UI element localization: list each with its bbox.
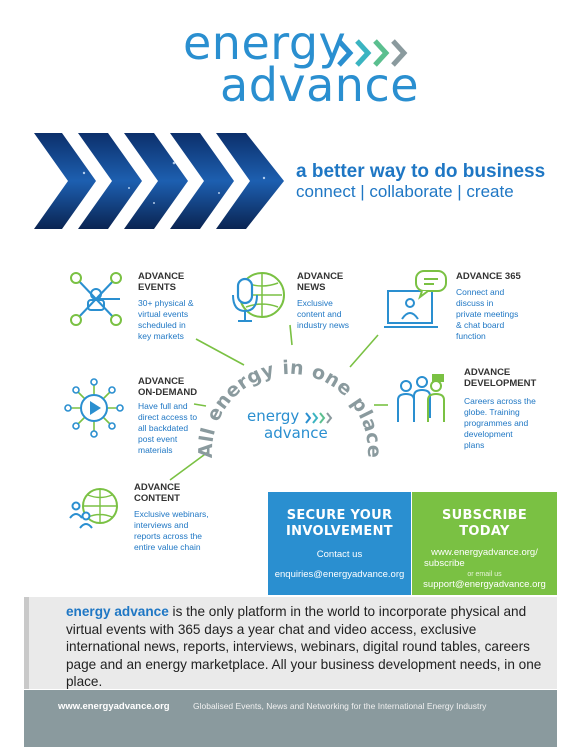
hub-logo-energy: energy xyxy=(247,407,300,425)
hero-chevrons-image xyxy=(34,133,284,229)
feature-title: DEVELOPMENT xyxy=(464,378,537,389)
footer-url-link[interactable]: www.energyadvance.org xyxy=(58,701,170,712)
connector-lines xyxy=(169,324,388,481)
feature-desc-line: scheduled in xyxy=(138,320,186,330)
presentation-icon xyxy=(384,270,447,328)
feature-title: EVENTS xyxy=(138,282,177,293)
feature-desc-line: post event xyxy=(138,434,178,444)
feature-desc-line: plans xyxy=(464,440,485,450)
microphone-icon xyxy=(232,272,285,322)
subscribe-url-line[interactable]: www.energyadvance.org/ xyxy=(431,547,538,558)
feature-desc-line: Exclusive xyxy=(297,298,333,308)
feature-title: ADVANCE xyxy=(464,367,511,378)
hub-logo-advance: advance xyxy=(264,424,328,442)
feature-title: ON-DEMAND xyxy=(138,387,198,398)
feature-events: ADVANCE EVENTS 30+ physical & virtual ev… xyxy=(138,271,194,342)
feature-desc-line: private meetings xyxy=(456,309,519,319)
secure-email-link[interactable]: enquiries@energyadvance.org xyxy=(274,569,405,580)
about-brand: energy advance xyxy=(66,604,169,619)
feature-desc-line: reports across the xyxy=(134,531,203,541)
or-email-label: or email us xyxy=(467,571,502,578)
feature-desc-line: globe. Training xyxy=(464,407,520,417)
logo-chevrons-icon xyxy=(337,39,408,67)
subscribe-url-link[interactable]: www.energyadvance.org/ subscribe xyxy=(412,547,557,569)
subscribe-url-line[interactable]: subscribe xyxy=(424,558,465,569)
feature-development: ADVANCE DEVELOPMENT Careers across the g… xyxy=(464,367,536,451)
feature-desc-line: 30+ physical & xyxy=(138,298,194,308)
feature-desc-line: content and xyxy=(297,309,342,319)
feature-desc-line: function xyxy=(456,331,486,341)
subscribe-box: SUBSCRIBE TODAY www.energyadvance.org/ s… xyxy=(412,492,557,595)
play-icon xyxy=(64,378,124,438)
secure-title-2: INVOLVEMENT xyxy=(286,524,393,539)
feature-desc-line: Careers across the xyxy=(464,396,536,406)
feature-desc-line: direct access to xyxy=(138,412,198,422)
feature-desc-line: industry news xyxy=(297,320,349,330)
feature-desc-line: virtual events xyxy=(138,309,189,319)
about-band xyxy=(24,597,557,689)
feature-title: ADVANCE xyxy=(297,271,344,282)
secure-title-1: SECURE YOUR xyxy=(286,508,393,523)
logo-word-advance: advance xyxy=(220,58,420,112)
hub-arc: All energy in one place xyxy=(195,357,385,459)
footer-description: Globalised Events, News and Networking f… xyxy=(193,701,487,711)
about-paragraph: energy advance is the only platform in t… xyxy=(66,603,546,691)
feature-title: NEWS xyxy=(297,282,326,293)
feature-365: ADVANCE 365 Connect and discuss in priva… xyxy=(456,271,521,342)
subscribe-title-1: SUBSCRIBE xyxy=(441,508,528,523)
tagline-headline: a better way to do business xyxy=(296,161,546,182)
about-body: is the only platform in the world to inc… xyxy=(66,604,542,689)
feature-desc-line: Exclusive webinars, xyxy=(134,509,209,519)
contact-label: Contact us xyxy=(316,549,363,560)
feature-desc-line: programmes and xyxy=(464,418,529,428)
feature-title: ADVANCE xyxy=(138,271,185,282)
secure-box: SECURE YOUR INVOLVEMENT Contact us enqui… xyxy=(268,492,411,595)
tagline-sub: connect | collaborate | create xyxy=(296,182,514,201)
feature-desc-line: key markets xyxy=(138,331,184,341)
about-accent-bar xyxy=(24,597,29,689)
feature-desc-line: Have full and xyxy=(138,401,188,411)
feature-desc-line: Connect and xyxy=(456,287,505,297)
footer-bar xyxy=(24,690,557,747)
feature-desc-line: discuss in xyxy=(456,298,494,308)
logo-word-energy: energy xyxy=(183,16,347,70)
feature-title: ADVANCE xyxy=(134,482,181,493)
subscribe-title-2: TODAY xyxy=(459,524,510,539)
feature-desc-line: all backdated xyxy=(138,423,189,433)
feature-title: ADVANCE xyxy=(138,376,185,387)
hub-chevrons-icon xyxy=(305,412,333,424)
feature-desc-line: materials xyxy=(138,445,173,455)
feature-desc-line: entire value chain xyxy=(134,542,201,552)
feature-desc-line: development xyxy=(464,429,513,439)
feature-content: ADVANCE CONTENT Exclusive webinars, inte… xyxy=(134,482,209,553)
feature-desc-line: interviews and xyxy=(134,520,189,530)
subscribe-email-link[interactable]: support@energyadvance.org xyxy=(423,579,546,590)
team-icon xyxy=(397,374,445,422)
globe-people-icon xyxy=(69,488,118,529)
feature-title: CONTENT xyxy=(134,493,180,504)
feature-desc-line: & chat board xyxy=(456,320,505,330)
feature-title: ADVANCE 365 xyxy=(456,271,521,282)
network-icon xyxy=(70,272,122,326)
feature-news: ADVANCE NEWS Exclusive content and indus… xyxy=(297,271,349,331)
feature-ondemand: ADVANCE ON-DEMAND Have full and direct a… xyxy=(138,376,197,456)
